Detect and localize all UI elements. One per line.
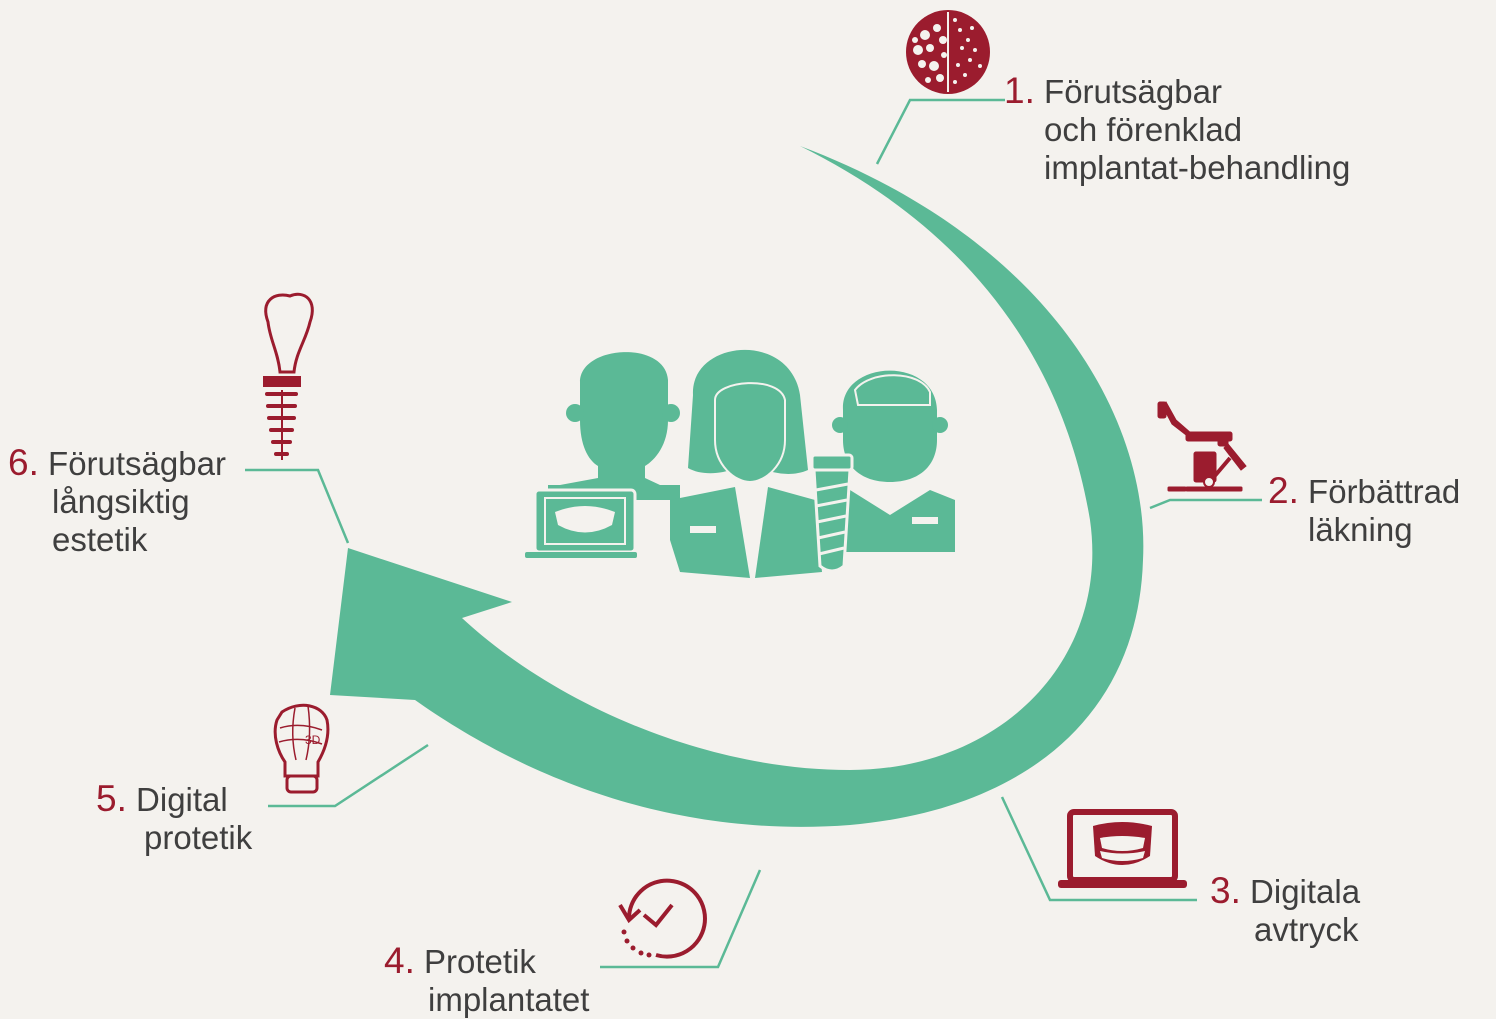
step-5-line-2: protetik [144, 819, 253, 856]
connector-2 [1149, 498, 1262, 510]
bone-structure-icon [906, 10, 990, 94]
step-2-number: 2. [1268, 470, 1299, 511]
step-6-line-2: långsiktig [52, 483, 190, 520]
step-2-label: 2. Förbättrad läkning [1268, 472, 1460, 549]
3d-crown-icon: 3D [273, 703, 330, 794]
step-6-number: 6. [8, 442, 39, 483]
step-6-line-1: Förutsägbar [48, 445, 226, 482]
connector-5 [268, 743, 429, 808]
step-1-line-2: och förenklad [1044, 111, 1243, 148]
step-1-line-1: Förutsägbar [1044, 73, 1222, 110]
step-4-line-2: implantatet [428, 981, 590, 1018]
connector-4 [600, 869, 762, 969]
step-4-line-1: Protetik [424, 943, 536, 980]
step-1-number: 1. [1004, 70, 1035, 111]
dental-implant-icon [263, 292, 314, 460]
step-1-line-3: implantat-behandling [1044, 149, 1351, 186]
step-5-number: 5. [96, 778, 127, 819]
step-3-number: 3. [1210, 870, 1241, 911]
dental-chair-icon [1157, 401, 1247, 492]
step-4-number: 4. [384, 940, 415, 981]
connector-1 [875, 98, 1005, 165]
connector-6 [245, 468, 350, 544]
clock-check-icon [618, 878, 707, 959]
step-2-line-1: Förbättrad [1308, 473, 1461, 510]
laptop-dentures-icon [1058, 809, 1187, 888]
dental-team-icon [525, 349, 955, 578]
connector-lines [245, 98, 1262, 969]
step-4-label: 4. Protetik implantatet [384, 942, 589, 1019]
step-1-label: 1. Förutsägbar och förenklad implantat-b… [1004, 72, 1350, 187]
cycle-arrow [330, 146, 1144, 827]
step-6-label: 6. Förutsägbar långsiktig estetik [8, 444, 226, 559]
step-6-line-3: estetik [52, 521, 148, 558]
step-5-line-1: Digital [136, 781, 228, 818]
3d-label: 3D [305, 733, 321, 747]
step-2-line-2: läkning [1308, 511, 1413, 548]
step-3-line-1: Digitala [1250, 873, 1361, 910]
connector-3 [1000, 796, 1197, 902]
step-3-label: 3. Digitala avtryck [1210, 872, 1360, 949]
step-3-line-2: avtryck [1254, 911, 1359, 948]
step-5-label: 5. Digital protetik [96, 780, 252, 857]
